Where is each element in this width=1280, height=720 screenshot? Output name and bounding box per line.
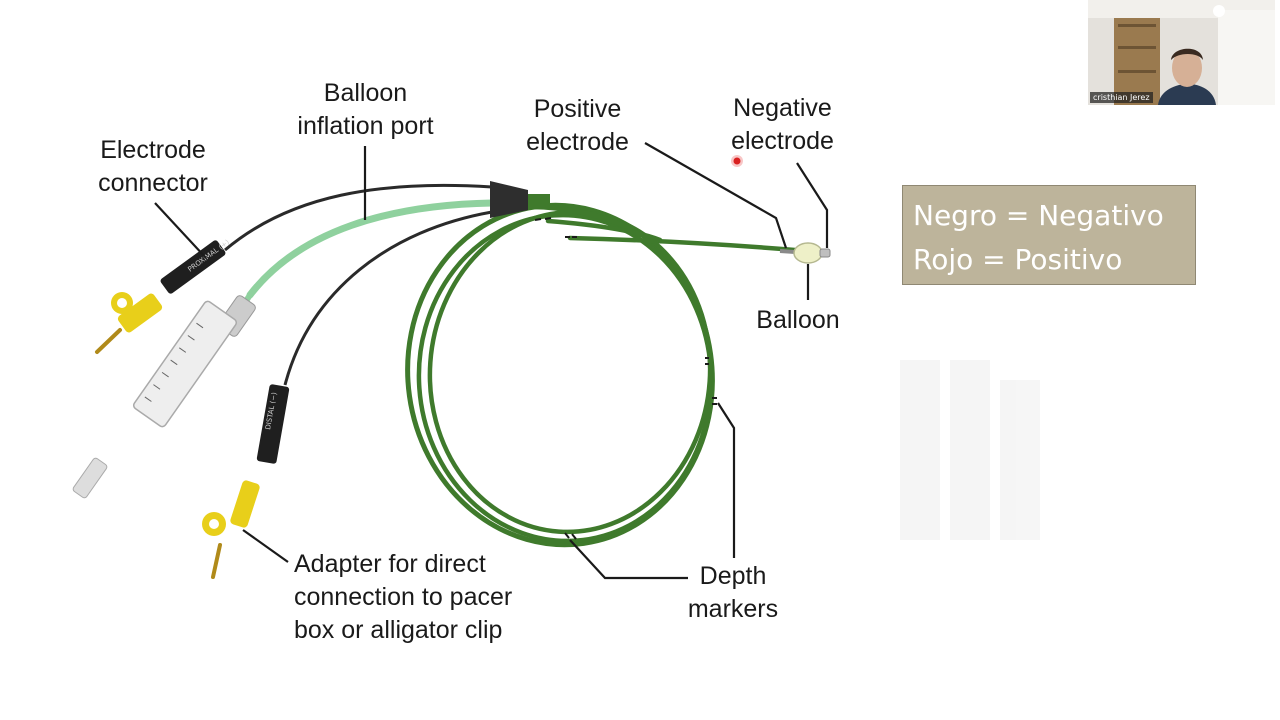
balloon-shape (793, 242, 823, 264)
distal-connector: DISTAL (−) (202, 384, 290, 579)
syringe (72, 293, 256, 499)
webcam-scene (1088, 0, 1275, 105)
background-watermark (900, 360, 1040, 540)
distal-cable (283, 210, 493, 386)
label-negative-electrode: Negative electrode (731, 94, 834, 155)
leader-adapter (242, 529, 289, 563)
label-adapter: Adapter for direct connection to pacer b… (294, 550, 513, 644)
label-depth-markers: Depth markers (687, 562, 779, 623)
proximal-connector: PROXIMAL (+) (95, 238, 231, 354)
label-balloon-inflation-port: Balloon inflation port (297, 79, 434, 140)
leader-depth-markers-right (717, 402, 736, 558)
catheter-tip (567, 235, 831, 264)
webcam-video-tile[interactable]: cristhian Jerez (1088, 0, 1275, 105)
leader-negative-electrode (796, 162, 829, 248)
bookshelf-shape (1114, 18, 1160, 105)
laser-pointer-dot (731, 155, 743, 167)
label-balloon: Balloon (756, 306, 840, 334)
balloon-inflation-tube (246, 199, 496, 299)
catheter-coil (405, 202, 715, 548)
proximal-cable (224, 183, 493, 252)
color-legend-box: Negro = Negativo Rojo = Positivo (902, 185, 1196, 285)
label-positive-electrode: Positive electrode (526, 95, 629, 156)
leader-electrode-connector (154, 202, 207, 259)
depth-marker-ticks (534, 217, 717, 540)
leader-lines (154, 142, 829, 580)
legend-line-negative: Negro = Negativo (913, 199, 1164, 232)
person-hair (1171, 48, 1203, 60)
webcam-participant-name: cristhian Jerez (1090, 92, 1153, 103)
leader-depth-markers-lower (569, 539, 688, 580)
y-hub (490, 181, 528, 218)
leader-positive-electrode (644, 142, 788, 249)
label-electrode-connector: Electrode connector (98, 136, 208, 197)
person-shoulders (1158, 84, 1216, 105)
legend-line-positive: Rojo = Positivo (913, 243, 1123, 276)
person-face (1172, 49, 1202, 87)
